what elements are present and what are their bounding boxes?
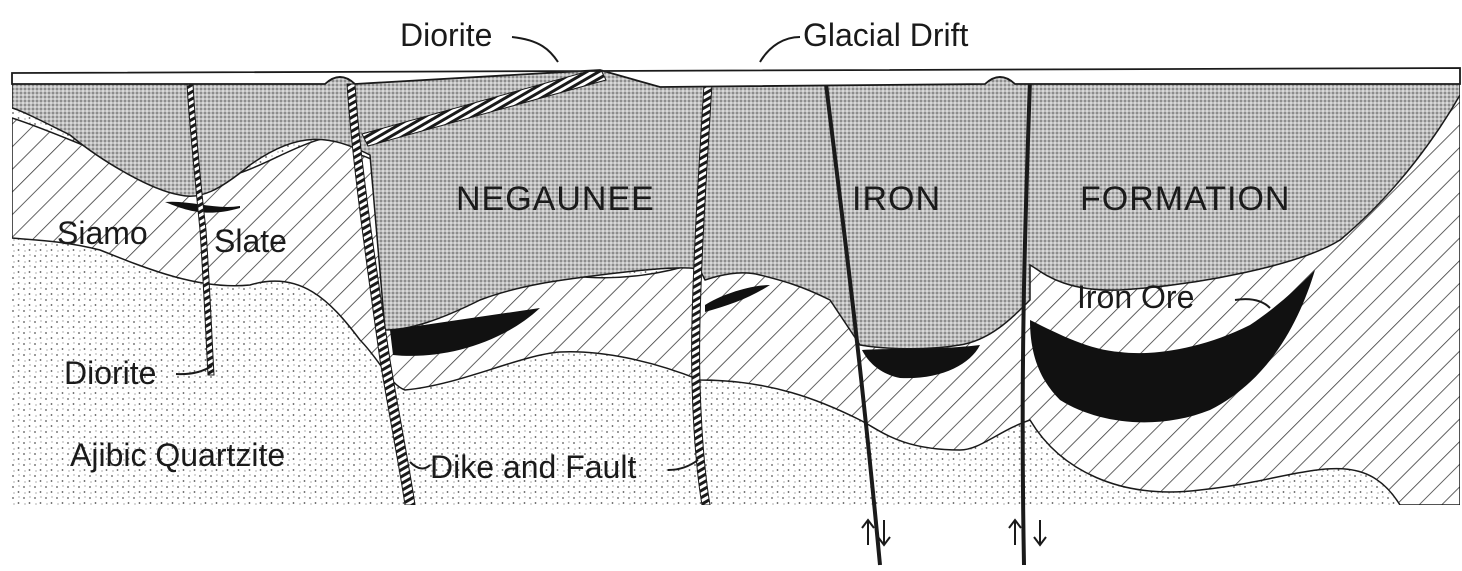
label-glacial-drift: Glacial Drift: [803, 17, 968, 53]
label-diorite-top: Diorite: [400, 17, 492, 53]
label-diorite-left: Diorite: [64, 355, 156, 391]
label-siamo: Siamo: [57, 215, 148, 251]
glacial-drift-layer: [12, 68, 1460, 87]
label-ajibic-quartzite: Ajibic Quartzite: [70, 437, 285, 473]
label-negaunee: NEGAUNEE: [456, 180, 655, 218]
label-dike-and-fault: Dike and Fault: [430, 449, 636, 485]
label-iron-ore: Iron Ore: [1077, 279, 1194, 315]
label-iron: IRON: [852, 180, 941, 218]
label-slate: Slate: [214, 223, 287, 259]
fault-arrows-right: [1009, 520, 1046, 545]
label-formation: FORMATION: [1080, 180, 1290, 218]
